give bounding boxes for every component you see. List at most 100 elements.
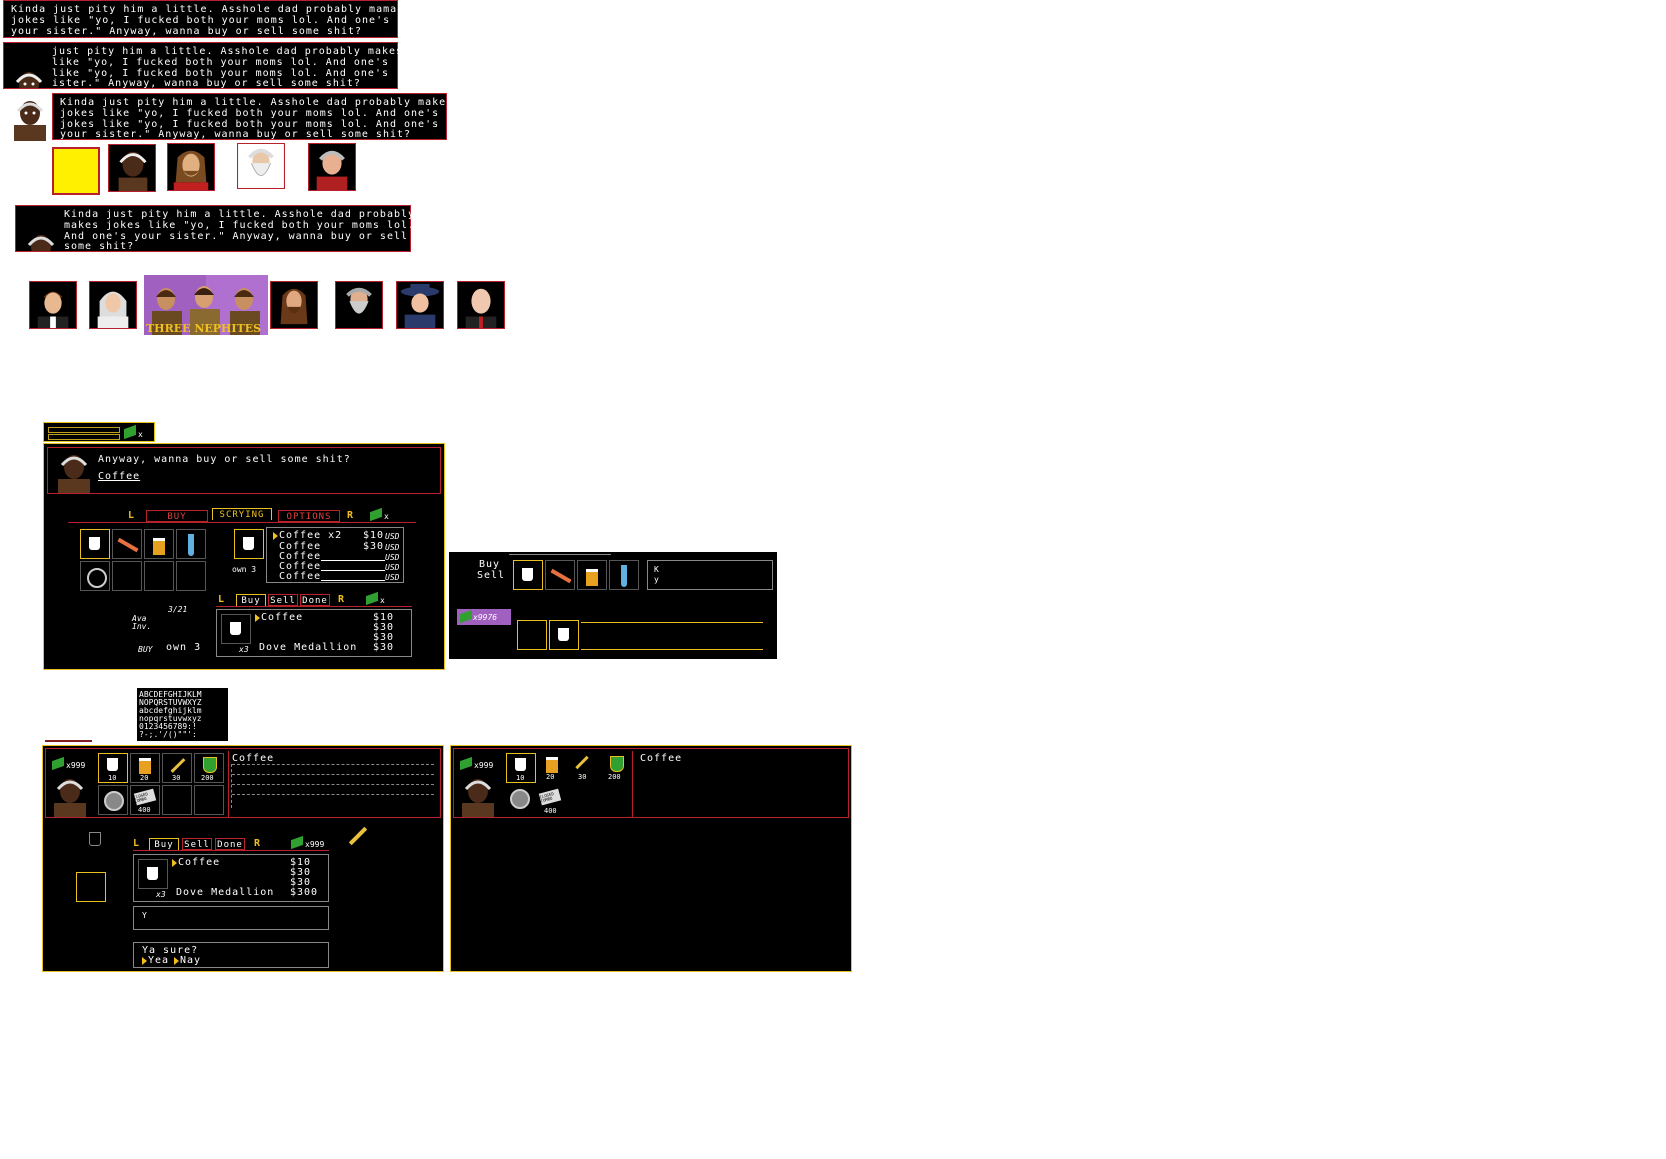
item-slot-medallion[interactable] — [80, 561, 110, 591]
price-row-name[interactable]: Coffee — [279, 551, 322, 562]
money-icon — [366, 591, 378, 606]
tab-done[interactable]: Done — [215, 838, 245, 850]
shoulder-l[interactable]: L — [128, 510, 136, 521]
dialogue-line: your sister." Anyway, wanna buy or sell … — [60, 129, 412, 140]
item-price: 200 — [608, 773, 621, 781]
three-nephites-group-portrait: THREE NEPHITES — [144, 275, 268, 335]
item-slot-coffee[interactable] — [80, 529, 110, 559]
item-slot-bong[interactable] — [609, 560, 639, 590]
money-count: x999 — [474, 761, 494, 770]
tab-sell[interactable]: Sell — [182, 838, 212, 850]
item-slot-coffee[interactable]: 10 — [98, 753, 128, 783]
buy-row-name[interactable]: Dove Medallion — [176, 887, 275, 898]
buy-row-name[interactable]: Dove Medallion — [259, 642, 358, 653]
item-slot-cigarette[interactable]: 30 — [162, 753, 192, 783]
input-box[interactable]: Y — [133, 906, 329, 930]
item-slot-cigarette[interactable] — [112, 529, 142, 559]
item-slot-bong[interactable] — [176, 529, 206, 559]
item-slot-empty[interactable] — [144, 561, 174, 591]
tab-buy[interactable]: BUY — [146, 510, 208, 522]
font-row: ABCDEFGHIJKLM — [139, 690, 202, 699]
money-icon — [291, 835, 303, 850]
cigarette-icon[interactable] — [575, 755, 589, 770]
money-count: x999 — [305, 840, 325, 849]
coffee-mug-icon — [515, 758, 526, 771]
shoulder-l[interactable]: L — [133, 838, 141, 849]
tab-scrying[interactable]: SCRYING — [212, 508, 272, 520]
portrait-young-man-suit — [29, 281, 77, 329]
item-slot-coffee[interactable]: 10 — [506, 753, 536, 783]
money-icon — [460, 756, 472, 771]
description-line — [232, 774, 434, 775]
item-slot-empty[interactable] — [176, 561, 206, 591]
shoulder-r[interactable]: R — [254, 838, 262, 849]
tab-buy[interactable]: Buy — [236, 594, 266, 606]
shoulder-r[interactable]: R — [347, 510, 355, 521]
dialogue-line: like "yo, I fucked both your moms lol. A… — [52, 68, 389, 79]
item-slot-beer[interactable] — [577, 560, 607, 590]
tab-options[interactable]: OPTIONS — [278, 510, 340, 522]
confirm-nay[interactable]: Nay — [180, 955, 202, 966]
closed-sign-text: CLOSED COMBO — [539, 791, 555, 804]
price-row-name[interactable]: Coffee — [279, 571, 322, 582]
dialogue-line: And one's your sister." Anyway, wanna bu… — [64, 231, 409, 242]
cursor-arrow-icon — [255, 614, 260, 622]
item-slot-shield[interactable]: 200 — [194, 753, 224, 783]
coffee-mug-icon — [558, 628, 569, 641]
coffee-mug-icon — [522, 568, 533, 581]
item-slot-empty[interactable] — [517, 620, 547, 650]
shoulder-r[interactable]: R — [338, 594, 346, 605]
shield-icon[interactable] — [610, 756, 624, 772]
price-row-name[interactable]: Coffee — [279, 541, 322, 552]
price-row-name[interactable]: Coffee — [279, 561, 322, 572]
item-slot-empty[interactable] — [76, 872, 106, 902]
item-slot-beer[interactable] — [144, 529, 174, 559]
tab-sell[interactable]: Sell — [268, 594, 298, 606]
pencil-icon[interactable] — [348, 826, 368, 846]
item-slot-coffee[interactable] — [513, 560, 543, 590]
menu-buy[interactable]: Buy — [479, 559, 501, 570]
cursor-arrow-icon — [142, 957, 147, 965]
cigarette-icon — [117, 537, 139, 553]
item-slot-coffee[interactable] — [549, 620, 579, 650]
item-price: 10 — [108, 774, 117, 782]
money-count: x9976 — [473, 613, 498, 622]
closed-sign-icon[interactable]: CLOSED COMBO — [538, 788, 562, 806]
confirm-yea[interactable]: Yea — [148, 955, 170, 966]
shop-item-name: Coffee — [232, 753, 275, 764]
font-row: NOPQRSTUVWXYZ — [139, 698, 202, 707]
description-border — [231, 764, 233, 808]
price-row-price: $30 — [363, 541, 385, 552]
money-icon — [124, 424, 136, 440]
buy-row-qty: x3 — [156, 890, 166, 899]
input-text: Y — [142, 911, 147, 920]
divider — [45, 740, 92, 742]
dialogue-line: jokes like "yo, I fucked both your moms … — [60, 108, 440, 119]
item-slot-empty[interactable] — [194, 785, 224, 815]
dialogue-line: Kinda just pity him a little. Asshole da… — [64, 209, 416, 220]
price-row-name[interactable]: Coffee x2 — [279, 530, 343, 541]
item-slot-empty[interactable] — [162, 785, 192, 815]
beer-mug-icon[interactable] — [546, 757, 558, 773]
selected-item-slot — [234, 529, 264, 559]
item-slot-medallion[interactable] — [98, 785, 128, 815]
cursor-arrow-icon — [273, 532, 278, 540]
buy-row-name[interactable]: Coffee — [178, 857, 221, 868]
tab-done[interactable]: Done — [300, 594, 330, 606]
menu-sell[interactable]: Sell — [477, 570, 506, 581]
info-k: K — [654, 565, 659, 574]
dialogue-line: jokes like "yo, I fucked both your moms … — [60, 119, 440, 130]
money-count: x999 — [66, 761, 86, 770]
npc-portrait — [48, 773, 90, 817]
tab-buy[interactable]: Buy — [149, 838, 179, 850]
info-y: y — [654, 575, 659, 584]
item-price: 20 — [546, 773, 555, 781]
medallion-icon[interactable] — [510, 789, 530, 809]
item-slot-beer[interactable]: 20 — [130, 753, 160, 783]
buy-row-name[interactable]: Coffee — [261, 612, 304, 623]
shoulder-l[interactable]: L — [218, 594, 226, 605]
price-row-line — [321, 560, 385, 561]
item-slot-empty[interactable] — [112, 561, 142, 591]
item-slot-cigarette[interactable] — [545, 560, 575, 590]
